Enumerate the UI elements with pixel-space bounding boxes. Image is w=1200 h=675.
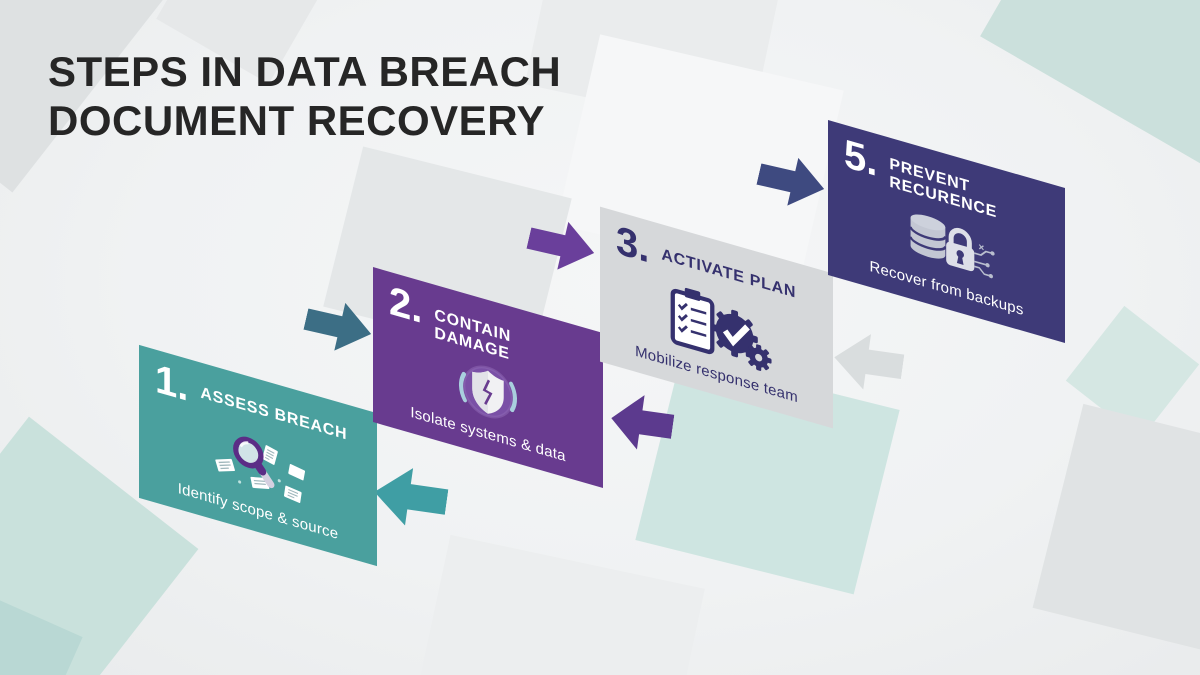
database-lock-circuit-icon (844, 178, 1049, 309)
arrow-back-into-3 (830, 329, 906, 394)
shield-crack-icon (389, 329, 587, 454)
checklist-gear-check-icon (616, 259, 817, 395)
page-title-line1: STEPS IN DATA BREACH (48, 48, 562, 95)
magnifier-documents-icon (155, 397, 361, 532)
arrow-back-into-1 (370, 463, 450, 531)
step-number: 5. (844, 131, 878, 186)
page-title-line2: DOCUMENT RECOVERY (48, 96, 545, 144)
bg-square-teal (980, 0, 1200, 187)
page-title: STEPS IN DATA BREACH DOCUMENT RECOVERY (48, 48, 561, 145)
step-number: 2. (389, 278, 423, 333)
step-card-1: 1. ASSESS BREACH Identify scope & source (139, 344, 377, 567)
bg-square (415, 534, 705, 675)
step-card-5: 5. PREVENT RECURENCE Recover from backup… (828, 120, 1065, 343)
step-card-2: 2. CONTAIN DAMAGE Isolate systems & data (373, 267, 603, 488)
bg-square (1032, 403, 1200, 657)
step-card-3: 3. ACTIVATE PLAN (600, 206, 833, 429)
